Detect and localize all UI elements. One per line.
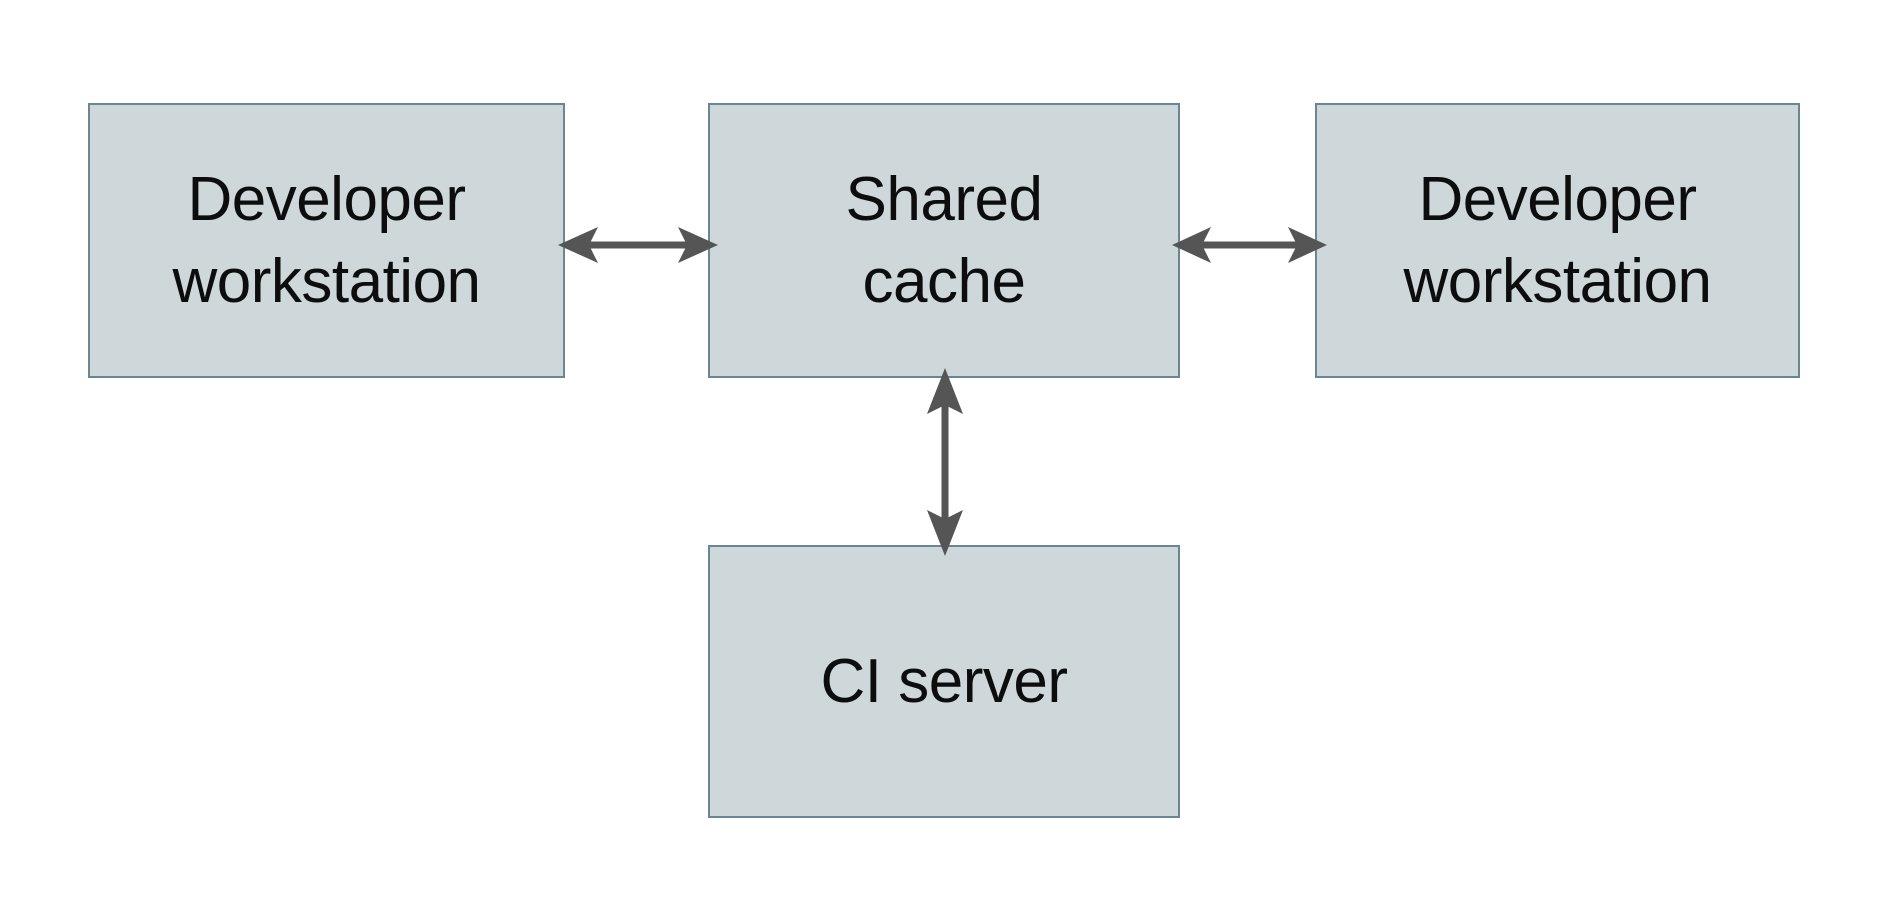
edge-cache-to-ci (912, 368, 978, 556)
arrowhead-left (558, 227, 598, 263)
node-developer-workstation-left[interactable]: Developer workstation (88, 103, 565, 378)
node-label: Developer workstation (172, 164, 481, 316)
arrowhead-up (927, 368, 963, 414)
node-label: Shared cache (845, 164, 1043, 316)
edge-devleft-to-cache (558, 212, 718, 278)
arrowhead-down (927, 510, 963, 556)
arrowhead-left (1172, 227, 1211, 263)
arrowhead-right (678, 227, 718, 263)
arrowhead-right (1288, 227, 1327, 263)
node-shared-cache[interactable]: Shared cache (708, 103, 1180, 378)
node-label: Developer workstation (1403, 164, 1712, 316)
node-developer-workstation-right[interactable]: Developer workstation (1315, 103, 1800, 378)
node-label: CI server (820, 646, 1068, 716)
node-ci-server[interactable]: CI server (708, 545, 1180, 818)
edge-cache-to-devright (1172, 212, 1327, 278)
